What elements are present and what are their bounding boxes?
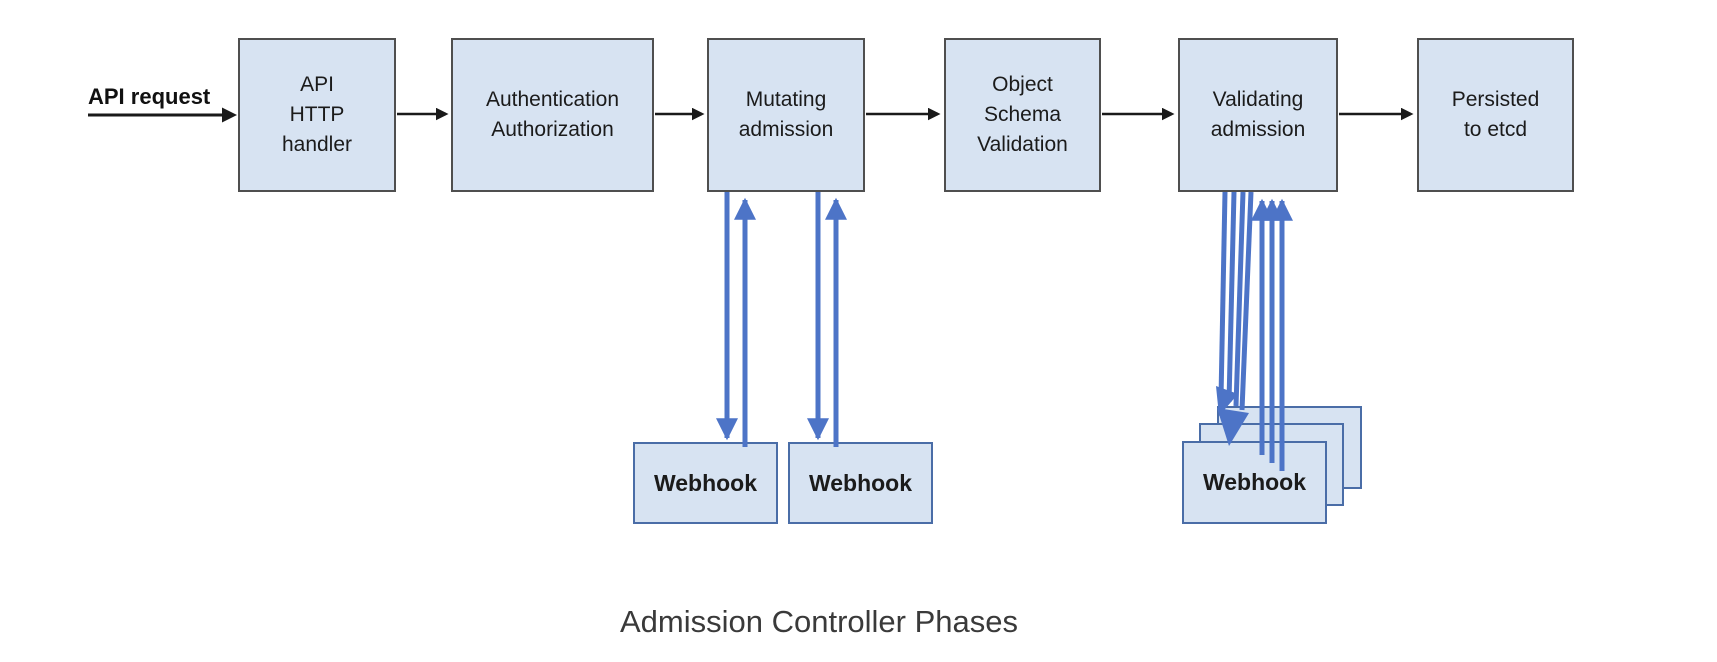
diagram-caption: Admission Controller Phases <box>620 604 1019 639</box>
phase-box-validating-admission: Validating admission <box>1178 38 1338 192</box>
phase-box-authentication-authorization: Authentication Authorization <box>451 38 654 192</box>
api-request-label: API request <box>88 84 211 109</box>
phase-label: Mutating admission <box>738 88 834 141</box>
webhook-label: Webhook <box>653 469 758 496</box>
phase-label: Object Schema Validation <box>977 73 1068 156</box>
validating-webhook-box-front: Webhook <box>1182 441 1327 524</box>
phase-box-persisted-to-etcd: Persisted to etcd <box>1417 38 1574 192</box>
webhook-label: Webhook <box>808 469 913 496</box>
phase-label: Validating admission <box>1210 88 1306 141</box>
phase-label: Authentication Authorization <box>485 88 620 141</box>
webhook-label: Webhook <box>1202 469 1307 495</box>
mutating-webhook-box-1: Webhook <box>633 442 778 524</box>
phase-label: API HTTP handler <box>281 73 353 156</box>
phase-label: Persisted to etcd <box>1451 88 1540 141</box>
validating-webhook-call-arrows <box>1218 191 1254 411</box>
phase-box-mutating-admission: Mutating admission <box>707 38 865 192</box>
phase-box-api-http-handler: API HTTP handler <box>238 38 396 192</box>
phase-box-object-schema-validation: Object Schema Validation <box>944 38 1101 192</box>
mutating-webhook-box-2: Webhook <box>788 442 933 524</box>
